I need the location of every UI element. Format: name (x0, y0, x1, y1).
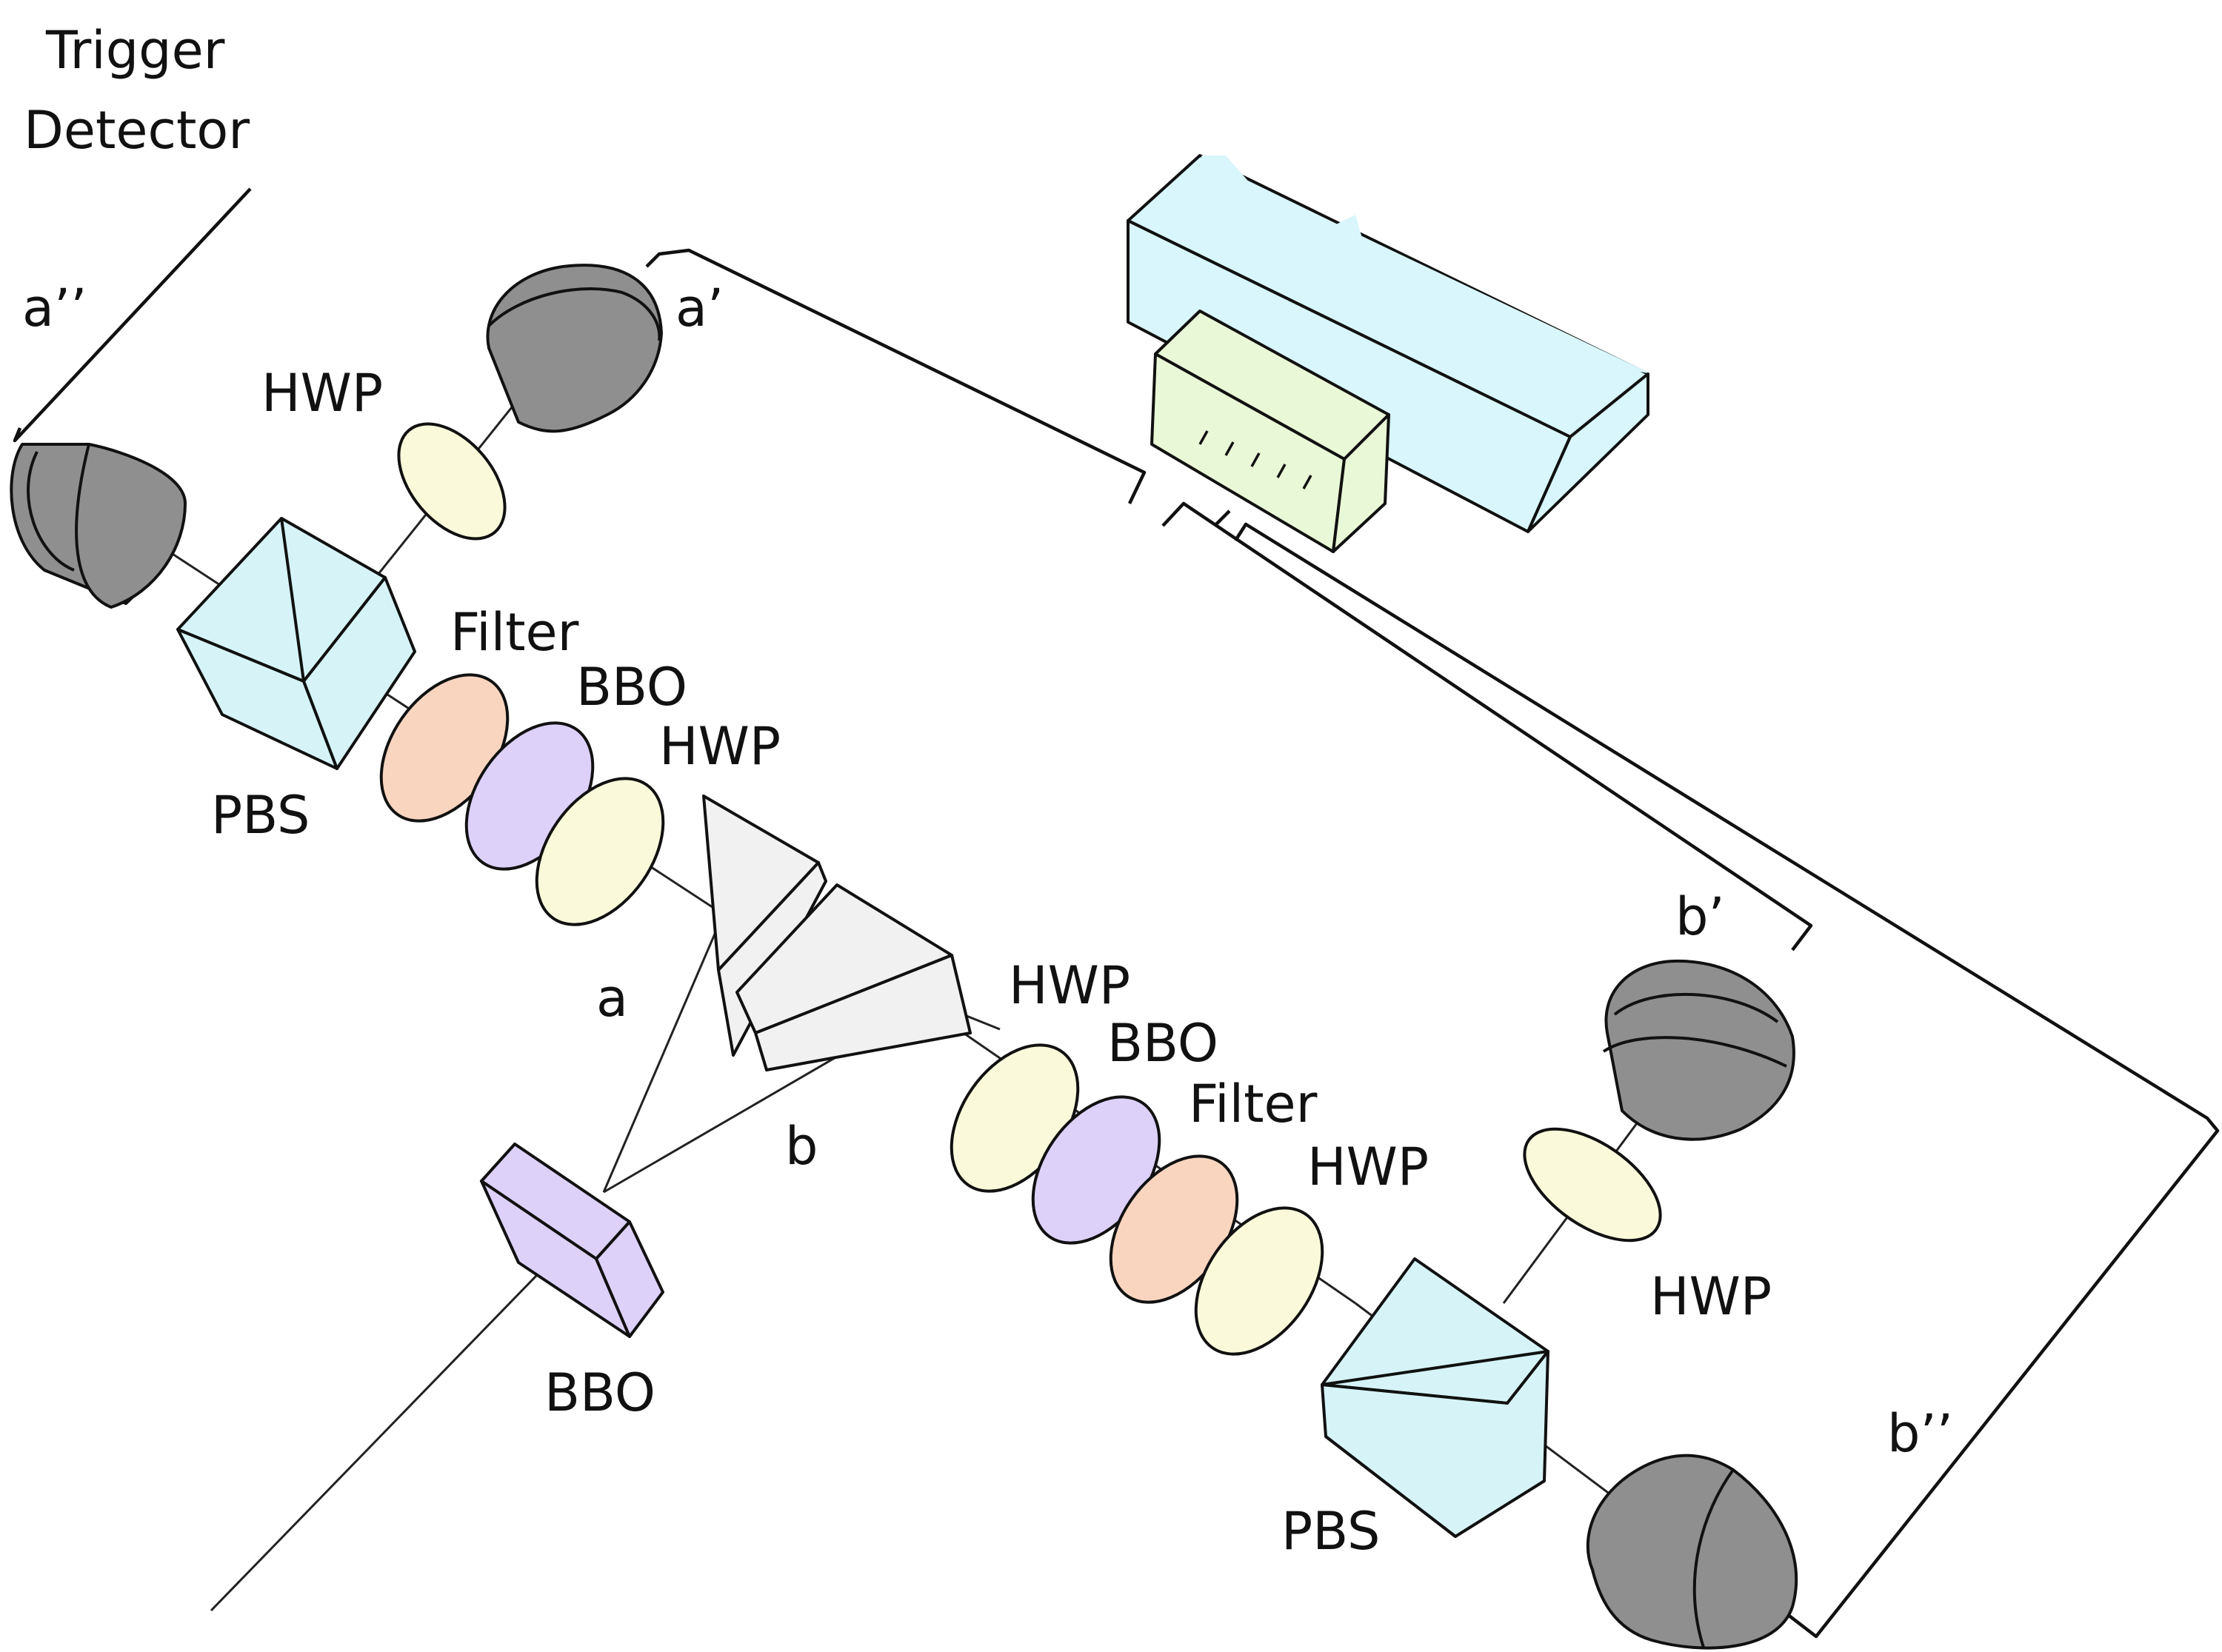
hwp-b2 (1194, 1206, 1324, 1356)
label-b-double-prime: b’’ (1887, 1403, 1953, 1464)
label-beam-a: a (596, 968, 628, 1029)
label-bbo-source: BBO (544, 1362, 655, 1423)
hwp-b-out (1523, 1127, 1662, 1243)
hwp-a-top (397, 422, 507, 541)
pbs-b (1321, 1257, 1549, 1538)
label-hwp-a-top: HWP (261, 363, 383, 424)
label-beam-b: b (785, 1116, 818, 1177)
label-hwp-b-out: HWP (1650, 1266, 1772, 1327)
label-b-prime: b’ (1675, 886, 1725, 947)
detector-a-prime (486, 264, 663, 433)
label-a-double-prime: a’’ (22, 278, 87, 338)
hwp-a-mid (535, 777, 665, 926)
label-trigger-line1: Trigger (45, 20, 225, 81)
detector-b-double-prime (1586, 1454, 1798, 1650)
label-hwp-b2: HWP (1307, 1137, 1429, 1197)
coincidence-counter (1150, 310, 1390, 553)
label-hwp-a-mid: HWP (659, 716, 781, 777)
label-pbs-b: PBS (1281, 1501, 1380, 1562)
coincidence-wires (13, 187, 2220, 1639)
label-filter-b: Filter (1189, 1074, 1318, 1134)
label-hwp-b1: HWP (1009, 955, 1130, 1016)
bbo-source-crystal (480, 1143, 664, 1338)
label-a-prime: a’ (675, 278, 724, 338)
label-trigger-line2: Detector (24, 100, 250, 161)
label-bbo-a: BBO (576, 657, 687, 718)
prism-pair (702, 795, 972, 1071)
detector-b-prime (1602, 959, 1795, 1141)
computer-monitor (1127, 154, 1652, 533)
pbs-a (176, 517, 416, 770)
label-filter-a: Filter (450, 602, 579, 663)
label-bbo-b: BBO (1107, 1013, 1218, 1074)
detector-a-double-prime (10, 443, 187, 609)
label-pbs-a: PBS (211, 785, 310, 846)
